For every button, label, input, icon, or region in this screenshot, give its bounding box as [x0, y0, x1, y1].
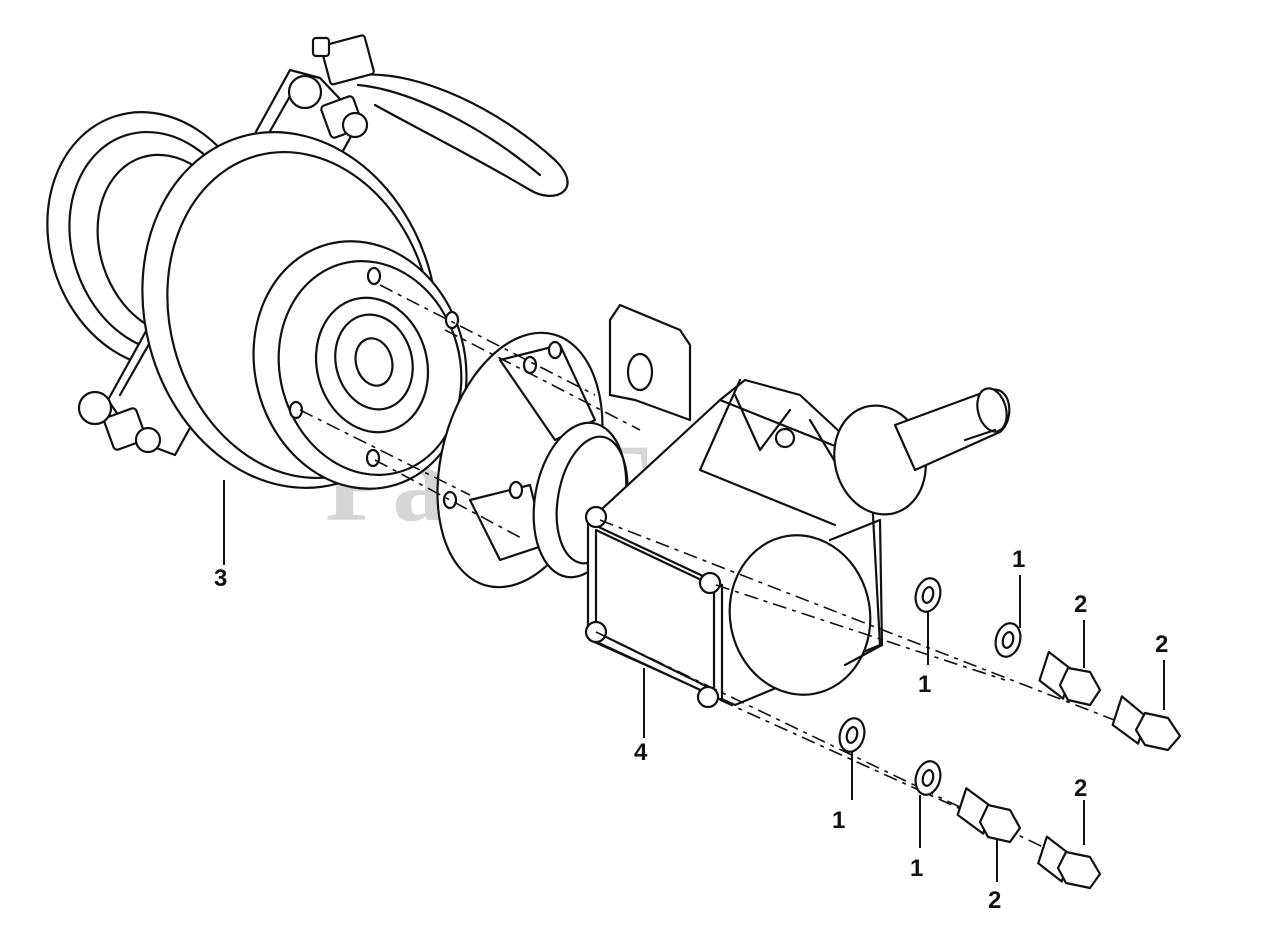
callout-3: 3: [214, 565, 227, 592]
callout-2-lower-right: 2: [1074, 775, 1087, 802]
callout-1-upper-right: 1: [1012, 546, 1025, 573]
callout-2-upper-right: 2: [1155, 631, 1168, 658]
callout-1-lower-right: 1: [910, 855, 923, 882]
pto-clutch-part-3[interactable]: [15, 34, 569, 522]
washer-part-1[interactable]: [836, 575, 1024, 797]
leader-lines: [223, 480, 1165, 882]
callout-1-upper-left: 1: [918, 671, 931, 698]
gearbox-part-4[interactable]: [522, 303, 1011, 709]
callout-2-lower-left: 2: [988, 887, 1001, 914]
bolt-part-2[interactable]: [955, 650, 1182, 890]
assembly-centerlines: [299, 284, 1141, 861]
callout-1-lower-left: 1: [832, 807, 845, 834]
callout-4: 4: [634, 739, 648, 766]
callout-labels: 3 4 1 1 1 1 2 2 2 2: [214, 546, 1168, 914]
callout-2-upper-left: 2: [1074, 591, 1087, 618]
